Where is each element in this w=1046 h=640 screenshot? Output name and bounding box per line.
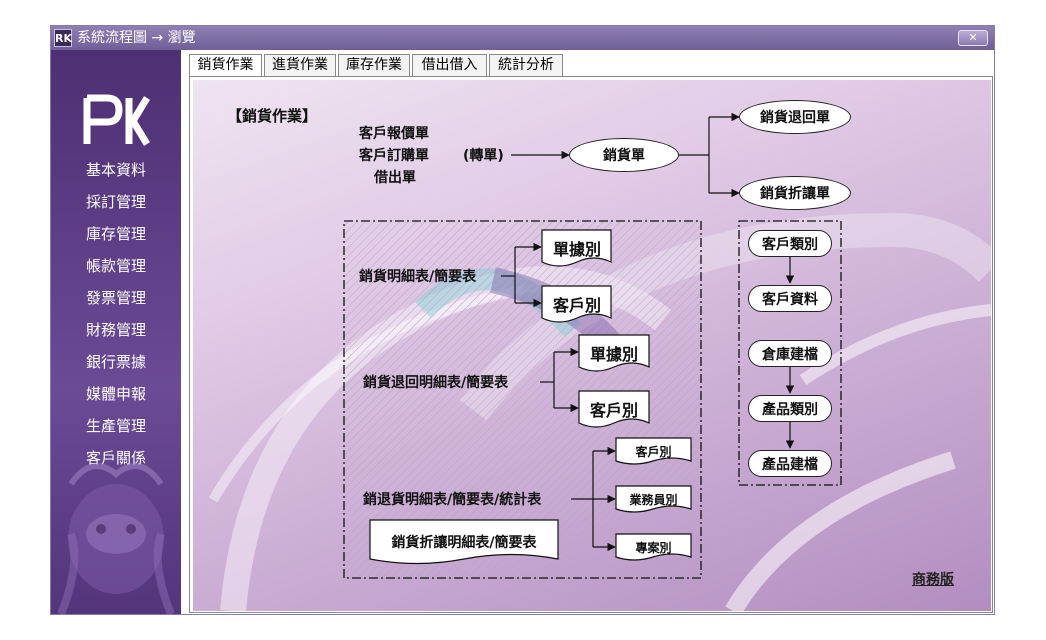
close-button[interactable]: ✕ xyxy=(958,30,988,46)
doc-label: 專案別 xyxy=(635,541,672,555)
flow-background xyxy=(208,112,991,611)
dragon-decoration xyxy=(57,463,175,614)
sidebar-item-finance[interactable]: 財務管理 xyxy=(85,321,146,339)
doc-label: 客戶別 xyxy=(589,401,638,420)
tab-statistics[interactable]: 統計分析 xyxy=(489,54,563,76)
doc-label: 客戶別 xyxy=(552,296,601,315)
source-quote: 客戶報價單 xyxy=(359,126,429,142)
doc-label: 客戶別 xyxy=(635,445,672,459)
sidebar-item-production[interactable]: 生產管理 xyxy=(85,417,146,435)
sales-flowchart: 【銷貨作業】 客戶報價單 客戶訂購單 借出單 (轉單) 銷貨單 銷貨退回單 銷貨… xyxy=(193,80,991,611)
source-lending: 借出單 xyxy=(374,170,416,186)
section-title: 【銷貨作業】 xyxy=(227,107,318,125)
sidebar-item-accounts[interactable]: 帳款管理 xyxy=(85,257,146,275)
report-group-sales-label[interactable]: 銷貨明細表/簡要表 xyxy=(359,269,477,285)
sidebar-item-media-filing[interactable]: 媒體申報 xyxy=(85,385,146,403)
report-group-summary-label[interactable]: 銷退貨明細表/簡要表/統計表 xyxy=(363,492,542,508)
tab-purchase[interactable]: 進貨作業 xyxy=(264,54,336,76)
sales-discount-node[interactable]: 銷貨折讓單 xyxy=(739,176,851,210)
flowchart-window: RK 系統流程圖 → 瀏覽 ✕ 基本資料 採訂管理 庫存管理 帳款管理 發票管理… xyxy=(50,25,995,615)
pk-logo-icon xyxy=(83,94,150,146)
sales-order-node[interactable]: 銷貨單 xyxy=(569,138,679,172)
tab-content: 【銷貨作業】 客戶報價單 客戶訂購單 借出單 (轉單) 銷貨單 銷貨退回單 銷貨… xyxy=(189,76,993,613)
tab-inventory[interactable]: 庫存作業 xyxy=(338,54,410,76)
sidebar-item-crm[interactable]: 客戶關係 xyxy=(85,449,146,467)
tab-lend-borrow[interactable]: 借出借入 xyxy=(412,54,487,76)
doc-shapes xyxy=(369,229,692,565)
master-product[interactable]: 產品建檔 xyxy=(748,450,832,477)
edition-link[interactable]: 商務版 xyxy=(912,572,954,588)
app-logo-icon: RK xyxy=(54,29,72,47)
transfer-label: (轉單) xyxy=(463,148,504,164)
master-product-category[interactable]: 產品類別 xyxy=(748,395,832,422)
sidebar-item-bank-notes[interactable]: 銀行票據 xyxy=(85,353,146,371)
master-customer-category[interactable]: 客戶類別 xyxy=(748,230,832,257)
sidebar-item-invoices[interactable]: 發票管理 xyxy=(85,289,146,307)
report-group-return-label[interactable]: 銷貨退回明細表/簡要表 xyxy=(363,375,509,391)
sales-return-node[interactable]: 銷貨退回單 xyxy=(739,100,851,134)
sidebar-item-inventory[interactable]: 庫存管理 xyxy=(85,225,146,243)
source-order: 客戶訂購單 xyxy=(359,148,429,164)
tab-sales[interactable]: 銷貨作業 xyxy=(189,54,262,77)
doc-label: 單據別 xyxy=(552,240,601,259)
title-bar[interactable]: RK 系統流程圖 → 瀏覽 ✕ xyxy=(51,26,994,50)
doc-label: 銷貨折讓明細表/簡要表 xyxy=(391,535,537,551)
sidebar: 基本資料 採訂管理 庫存管理 帳款管理 發票管理 財務管理 銀行票據 媒體申報 … xyxy=(51,50,181,614)
doc-label: 單據別 xyxy=(589,345,638,364)
doc-label: 業務員別 xyxy=(629,493,678,507)
master-customer-data[interactable]: 客戶資料 xyxy=(748,285,832,312)
master-warehouse[interactable]: 倉庫建檔 xyxy=(748,340,832,367)
sidebar-item-basic-data[interactable]: 基本資料 xyxy=(85,161,146,179)
window-title: 系統流程圖 → 瀏覽 xyxy=(77,30,196,46)
sidebar-item-purchasing[interactable]: 採訂管理 xyxy=(85,193,146,211)
